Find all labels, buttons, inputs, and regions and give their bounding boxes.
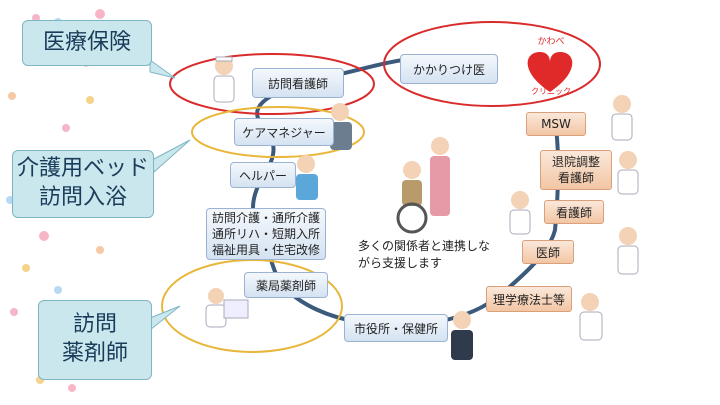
center-note: 多くの関係者と連携しな がら支援します — [358, 238, 490, 273]
node-services-line-3: 福祉用具・住宅改修 — [211, 243, 320, 258]
center-note-line-2: がら支援します — [358, 256, 443, 271]
node-family-doctor: かかりつけ医 — [400, 54, 498, 84]
node-city-office: 市役所・保健所 — [344, 314, 448, 342]
node-city-office-label: 市役所・保健所 — [353, 321, 438, 336]
clinic-logo-heart-icon — [527, 52, 573, 92]
care-manager-figure-icon — [330, 103, 352, 150]
callout-tail-insurance — [149, 59, 176, 79]
node-therapist: 理学療法士等 — [486, 286, 572, 312]
therapist-figure-icon — [579, 293, 603, 341]
wheelchair-patient-icon — [396, 137, 450, 234]
callout-bed-text: 介護用ベッド — [16, 156, 149, 182]
red-ring-visiting-nurse — [169, 53, 375, 115]
callout-tail-bed — [151, 139, 191, 173]
node-helper: ヘルパー — [230, 162, 296, 188]
callout-tail-pharmacist — [149, 305, 181, 332]
node-visiting-nurse-label: 訪問看護師 — [267, 76, 328, 91]
red-ring-family-doctor — [383, 21, 601, 107]
node-msw-label: MSW — [541, 117, 571, 131]
gold-ring-pharmacy — [161, 259, 343, 353]
node-therapist-label: 理学療法士等 — [492, 292, 565, 307]
callout-visit-text: 訪問 — [72, 312, 117, 338]
node-care-manager-label: ケアマネジャー — [242, 125, 326, 140]
nurse-figure-icon — [213, 56, 235, 103]
pharmacist-figure-icon — [205, 288, 249, 328]
clinic-logo: かわべ クリニック — [522, 36, 580, 100]
gold-ring-care-manager — [191, 106, 365, 158]
node-visiting-nurse: 訪問看護師 — [252, 68, 344, 98]
node-doctor-label: 医師 — [535, 245, 560, 260]
callout-pharmacist-text: 薬剤師 — [61, 341, 128, 366]
node-discharge-nurse: 退院調整 看護師 — [540, 150, 612, 190]
node-care-manager: ケアマネジャー — [234, 118, 334, 146]
node-nurse: 看護師 — [544, 200, 604, 224]
clinic-logo-top-text: かわべ — [537, 37, 565, 47]
official-figure-icon — [451, 311, 473, 360]
node-doctor: 医師 — [522, 240, 574, 264]
callout-visiting-pharmacist: 訪問 薬剤師 — [38, 300, 152, 380]
node-msw: MSW — [526, 112, 586, 136]
ward-nurse-figure-icon — [509, 191, 531, 235]
node-care-services: 訪問介護・通所介護 通所リハ・短期入所 福祉用具・住宅改修 — [206, 208, 326, 260]
node-services-line-1: 訪問介護・通所介護 — [211, 210, 320, 225]
node-discharge-line-1: 退院調整 — [551, 154, 600, 169]
node-helper-label: ヘルパー — [238, 168, 287, 183]
clinic-logo-bottom-text: クリニック — [531, 87, 571, 96]
node-nurse-label: 看護師 — [555, 205, 592, 220]
callout-medical-insurance-text: 医療保険 — [42, 29, 131, 55]
node-pharmacy-label: 薬局薬剤師 — [255, 278, 316, 293]
center-note-line-1: 多くの関係者と連携しな — [358, 239, 491, 253]
callout-medical-insurance: 医療保険 — [22, 20, 152, 66]
node-discharge-line-2: 看護師 — [557, 171, 594, 185]
node-services-line-2: 通所リハ・短期入所 — [211, 226, 320, 241]
discharge-nurse-figure-icon — [617, 151, 639, 195]
node-family-doctor-label: かかりつけ医 — [412, 62, 486, 77]
callout-bathing-text: 訪問入浴 — [38, 185, 127, 210]
callout-bed-bathing: 介護用ベッド 訪問入浴 — [12, 150, 154, 218]
helper-figure-icon — [296, 155, 318, 200]
node-pharmacy: 薬局薬剤師 — [244, 272, 328, 298]
msw-figure-icon — [611, 95, 633, 141]
doctor-figure-icon — [617, 227, 639, 275]
